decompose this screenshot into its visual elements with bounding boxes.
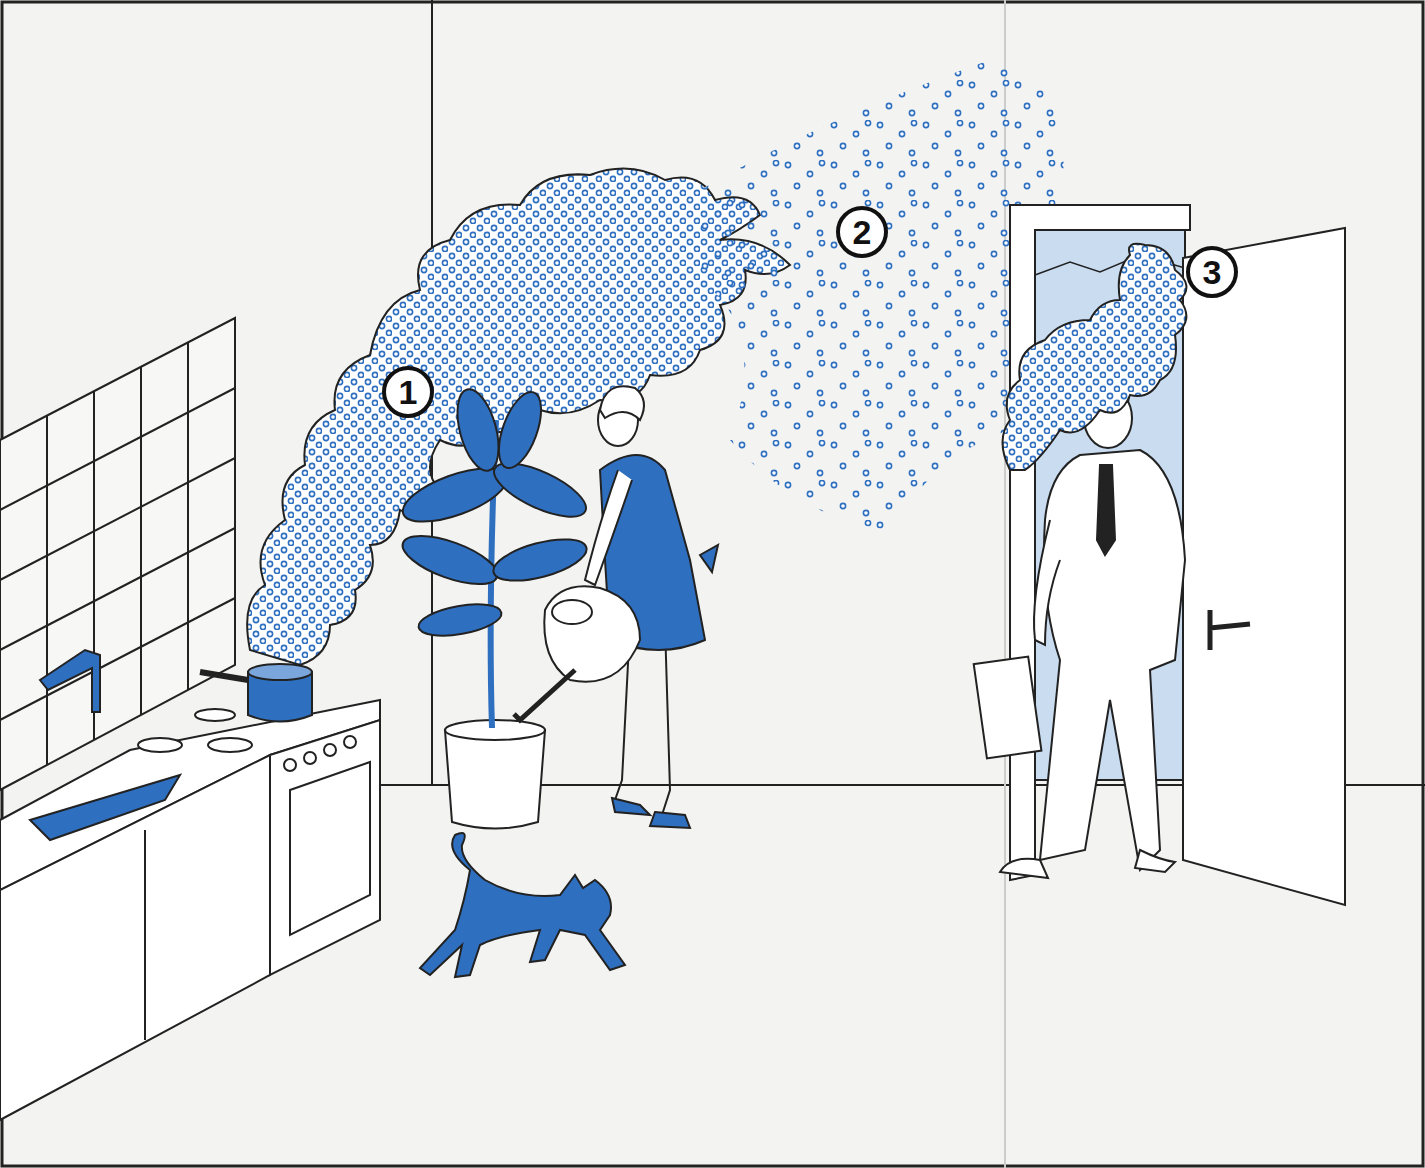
cat	[420, 833, 625, 977]
callout-number: 1	[382, 366, 434, 418]
wall-tiles	[0, 318, 235, 790]
cooking-pot	[200, 664, 312, 722]
callout-number: 2	[836, 206, 888, 258]
steam-cloud	[1003, 244, 1187, 470]
woman-watering	[514, 386, 718, 828]
house-plant	[396, 385, 592, 829]
kitchen-counter	[0, 650, 380, 1120]
callout-number: 3	[1186, 246, 1238, 298]
